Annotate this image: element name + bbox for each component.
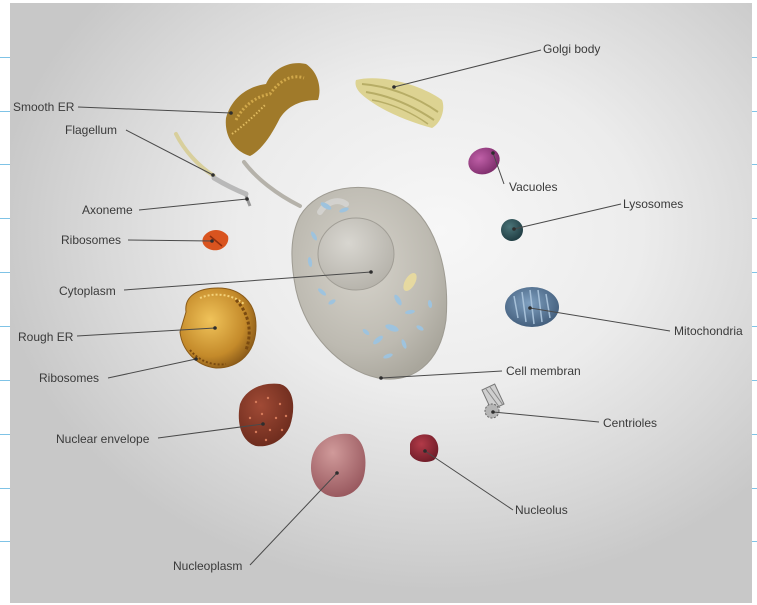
nucleolus-organelle (410, 434, 438, 462)
rough-er-organelle (180, 288, 256, 368)
label-flagellum: Flagellum (65, 123, 117, 137)
label-nuclear-envelope: Nuclear envelope (56, 432, 149, 446)
label-golgi-body: Golgi body (543, 42, 600, 56)
edge-tick (0, 164, 10, 165)
nucleoplasm-organelle (311, 434, 365, 497)
label-axoneme: Axoneme (82, 203, 133, 217)
edge-tick (0, 218, 10, 219)
label-cytoplasm: Cytoplasm (59, 284, 116, 298)
label-cell-membrane: Cell membran (506, 364, 581, 378)
label-ribosomes-top: Ribosomes (61, 233, 121, 247)
edge-tick (752, 434, 757, 435)
ribosome-organelle (202, 230, 228, 250)
edge-tick (752, 218, 757, 219)
edge-tick (752, 380, 757, 381)
edge-tick (752, 57, 757, 58)
edge-tick (752, 272, 757, 273)
label-lysosomes: Lysosomes (623, 197, 683, 211)
edge-tick (0, 434, 10, 435)
diagram-canvas: Golgi body Smooth ER Flagellum Vacuoles … (10, 3, 752, 603)
label-vacuoles: Vacuoles (509, 180, 557, 194)
edge-tick (752, 111, 757, 112)
cell-body (292, 187, 447, 379)
cell-illustration (10, 3, 752, 603)
edge-tick (752, 326, 757, 327)
edge-tick (0, 488, 10, 489)
edge-tick (752, 541, 757, 542)
label-ribosomes-bottom: Ribosomes (39, 371, 99, 385)
label-mitochondria: Mitochondria (674, 324, 743, 338)
label-smooth-er: Smooth ER (13, 100, 74, 114)
vacuole-organelle (465, 143, 504, 178)
smooth-er-organelle (226, 63, 320, 156)
edge-tick (752, 164, 757, 165)
edge-tick (0, 380, 10, 381)
edge-tick (0, 541, 10, 542)
edge-tick (0, 272, 10, 273)
label-nucleolus: Nucleolus (515, 503, 568, 517)
edge-tick (752, 488, 757, 489)
mitochondrion-organelle (505, 287, 559, 327)
edge-tick (0, 326, 10, 327)
edge-tick (0, 111, 10, 112)
edge-tick (0, 57, 10, 58)
label-centrioles: Centrioles (603, 416, 657, 430)
nuclear-envelope-organelle (239, 384, 293, 447)
label-rough-er: Rough ER (18, 330, 73, 344)
lysosome-organelle (501, 219, 523, 241)
label-nucleoplasm: Nucleoplasm (173, 559, 242, 573)
